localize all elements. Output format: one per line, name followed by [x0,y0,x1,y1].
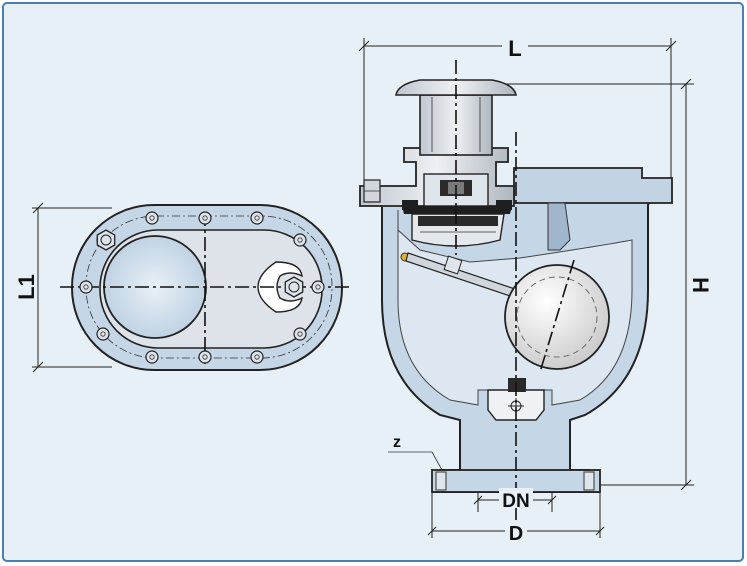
hex-nut [284,276,304,298]
h-tick-bottom [680,479,692,491]
l-label-bg [502,36,528,58]
l1-label: L1 [14,274,39,300]
dn-tick-left [473,495,483,505]
l1-tick-bottom [32,361,44,373]
flange-bolt [293,233,307,247]
inlet-nut [508,378,526,392]
bottom-bolt-left [435,471,447,491]
flange-bolt [311,280,325,294]
l-tick-right [665,40,677,52]
top-view: L1 [14,202,350,373]
dn-label-bg [499,488,533,508]
d-label: D [509,523,523,545]
h-label: H [688,277,713,293]
dn-tick-right [547,495,557,505]
flange-bolts [79,211,325,364]
dn-label: DN [502,491,529,512]
d-tick-right [595,526,605,536]
flange-bolt [145,350,159,364]
flange-bolt [250,350,264,364]
z-leader-diag [431,451,443,471]
h-tick-top [680,78,692,90]
flange-bolt [293,327,307,341]
section-view: L H [358,36,713,545]
l-label: L [508,36,521,61]
l-tick-left [358,40,370,52]
float-ball-dash [516,276,598,358]
right-lid-neck [547,202,571,251]
crescent-slot [257,261,303,313]
l1-tick-top [32,202,44,214]
seal-left [402,200,418,210]
flange-bolt [198,211,212,225]
flange-bolt [96,327,110,341]
hex-nut [96,229,116,251]
d-tick-left [427,526,437,536]
seal-band [402,206,512,214]
bottom-bolt-right [583,471,595,491]
z-label: z [393,434,401,451]
flange-bolt [79,280,93,294]
lever-disc-black [418,216,498,226]
flange-bolt [250,211,264,225]
flange-bolt [198,350,212,364]
ball-centerline [539,259,575,373]
flange-bolt [145,211,159,225]
lever-clip [443,255,463,275]
seal-right [496,200,512,210]
d-label-bg [505,520,527,542]
